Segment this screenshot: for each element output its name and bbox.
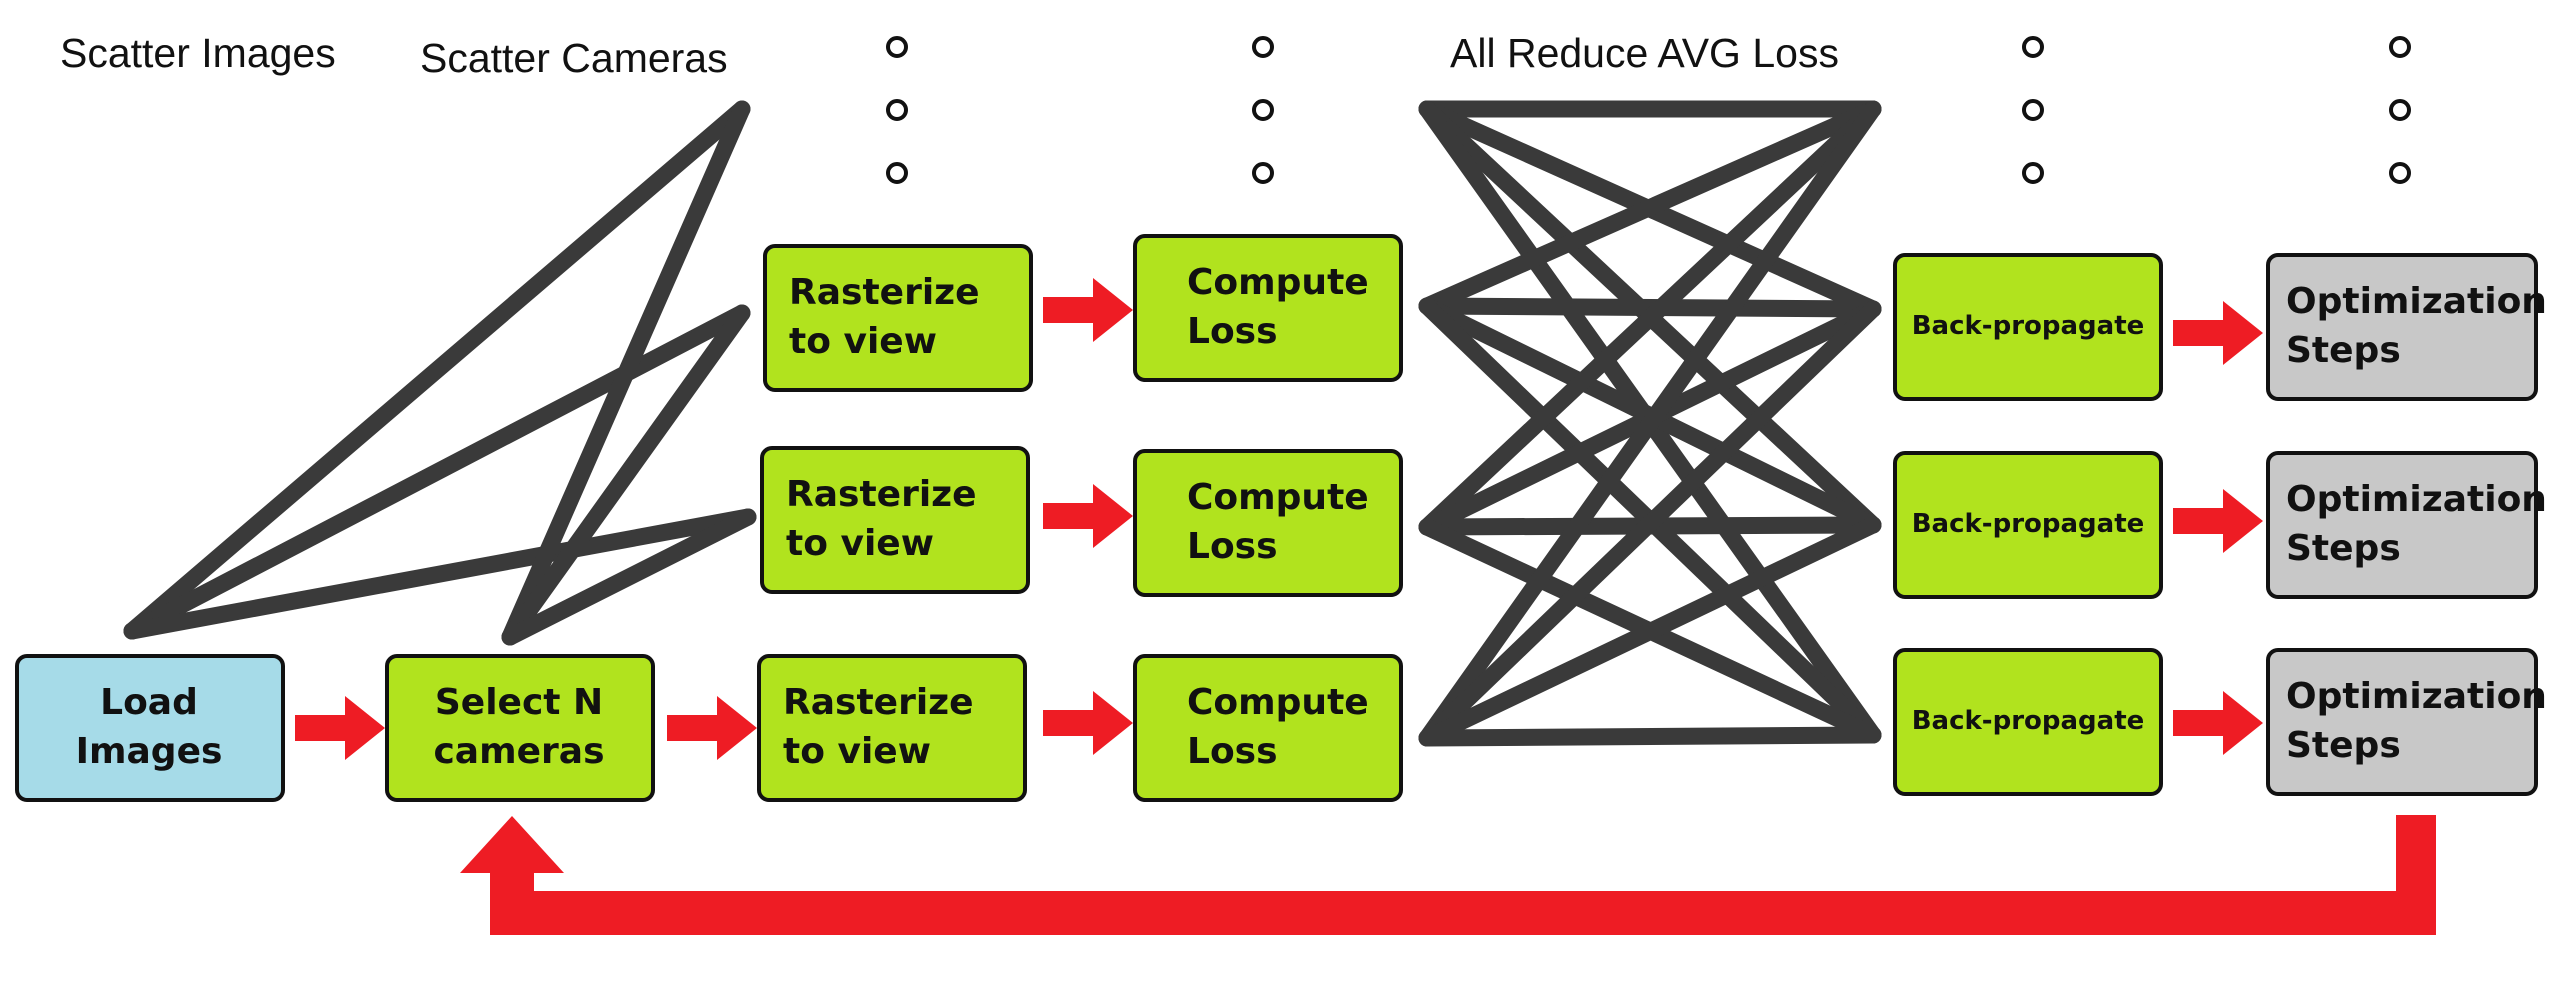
rasterize-box-1: Rasterize to view [763, 244, 1033, 392]
backprop-to-optim-arrow-1 [2173, 301, 2263, 365]
ellipsis-dot-3-3 [2022, 162, 2044, 184]
raster-to-loss-arrow-3 [1043, 691, 1133, 755]
backprop-to-optim-arrow-2 [2173, 489, 2263, 553]
ellipsis-dot-4-3 [2389, 162, 2411, 184]
connector-line-4 [501, 100, 751, 646]
ellipsis-dot-2-2 [1252, 99, 1274, 121]
ellipsis-dot-4-1 [2389, 36, 2411, 58]
connector-line-11 [1418, 100, 1882, 315]
back-propagate-box-2: Back-propagate [1893, 451, 2163, 599]
select-to-raster-arrow [667, 696, 757, 760]
ellipsis-dot-1-2 [886, 99, 908, 121]
connector-line-5 [501, 304, 751, 646]
connector-lines [123, 100, 1882, 747]
feedback-loop-arrow [460, 815, 2436, 935]
ellipsis-dot-2-1 [1252, 36, 1274, 58]
connector-line-22 [1418, 726, 1882, 747]
load-images-box: Load Images [15, 654, 285, 802]
load-to-select-arrow [295, 696, 385, 760]
connector-line-15 [1418, 100, 1882, 536]
all-reduce-label: All Reduce AVG Loss [1450, 30, 1839, 76]
ellipsis-dot-2-3 [1252, 162, 1274, 184]
optimization-steps-box-1: Optimization Steps [2266, 253, 2547, 401]
ellipsis-dot-1-3 [886, 162, 908, 184]
back-propagate-box-3: Back-propagate [1893, 648, 2163, 796]
back-propagate-box-1: Back-propagate [1893, 253, 2163, 401]
connector-line-1 [123, 100, 751, 640]
ellipsis-dot-3-2 [2022, 99, 2044, 121]
compute-loss-box-3: Compute Loss [1133, 654, 1403, 802]
compute-loss-box-1: Compute Loss [1133, 234, 1403, 382]
rasterize-box-3: Rasterize to view [757, 654, 1027, 802]
raster-to-loss-arrow-1 [1043, 278, 1133, 342]
scatter-cameras-label: Scatter Cameras [420, 35, 728, 81]
compute-loss-box-2: Compute Loss [1133, 449, 1403, 597]
connector-line-3 [123, 508, 757, 640]
ellipsis-dot-1-1 [886, 36, 908, 58]
raster-to-loss-arrow-2 [1043, 484, 1133, 548]
select-cameras-box: Select N cameras [385, 654, 655, 802]
ellipsis-dot-3-1 [2022, 36, 2044, 58]
connector-line-20 [1418, 300, 1882, 747]
connector-line-2 [123, 304, 751, 640]
flow-arrows [295, 278, 2436, 935]
rasterize-box-2: Rasterize to view [760, 446, 1030, 594]
connector-line-21 [1418, 516, 1882, 747]
scatter-images-label: Scatter Images [60, 30, 336, 76]
connector-line-6 [501, 508, 757, 646]
connector-line-19 [1418, 100, 1882, 747]
optimization-steps-box-3: Optimization Steps [2266, 648, 2547, 796]
backprop-to-optim-arrow-3 [2173, 691, 2263, 755]
ellipsis-dot-4-2 [2389, 99, 2411, 121]
optimization-steps-box-2: Optimization Steps [2266, 451, 2547, 599]
